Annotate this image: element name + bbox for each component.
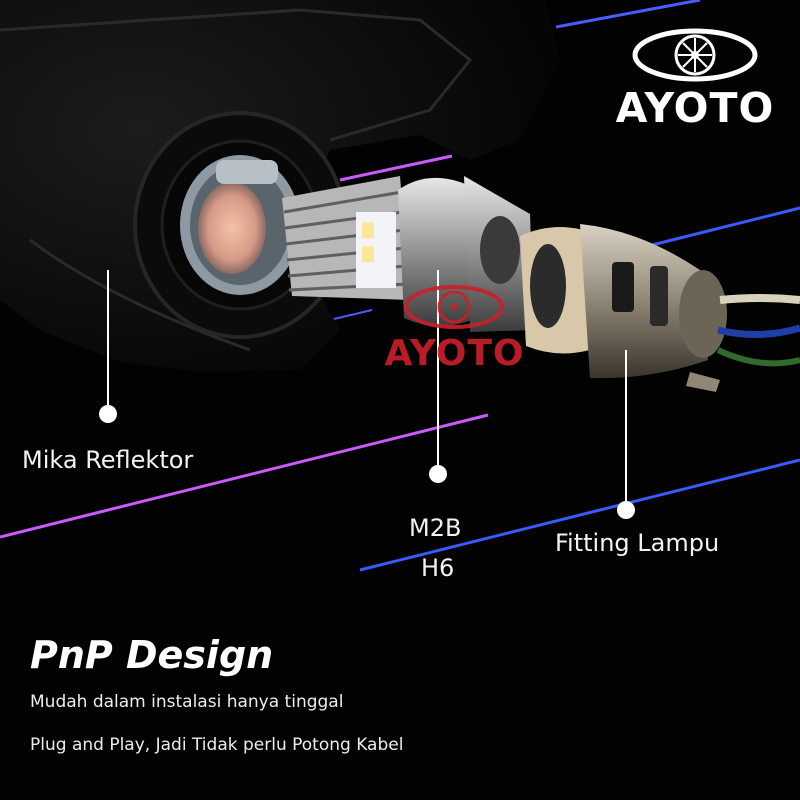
callout-socket-label: Fitting Lampu xyxy=(555,529,720,557)
brand-logo: AYOTO xyxy=(600,26,790,136)
watermark-text: AYOTO xyxy=(384,333,525,374)
light-streak xyxy=(339,154,453,182)
reflector-dot xyxy=(99,405,117,423)
socket-fitting xyxy=(520,224,800,392)
brand-watermark: AYOTO xyxy=(372,282,537,378)
light-streak xyxy=(0,413,489,539)
eye-wheel-logo-icon xyxy=(632,28,758,82)
callout-bulb-size-label: H6 xyxy=(421,554,455,582)
callout-bulb-type-label: M2B xyxy=(409,514,462,542)
feature-description-line-2: Plug and Play, Jadi Tidak perlu Potong K… xyxy=(30,735,404,755)
light-streak xyxy=(555,0,701,29)
eye-wheel-watermark-icon xyxy=(404,285,504,329)
socket-dot xyxy=(617,501,635,519)
callout-reflector-label: Mika Reflektor xyxy=(22,446,194,474)
light-streak xyxy=(639,206,800,250)
reflector-socket xyxy=(180,155,300,295)
led-bulb xyxy=(282,176,534,332)
light-streak xyxy=(359,458,800,572)
brand-name: AYOTO xyxy=(615,84,775,132)
feature-title: PnP Design xyxy=(30,633,274,677)
feature-description-line-1: Mudah dalam instalasi hanya tinggal xyxy=(30,692,344,712)
bulb-dot xyxy=(429,465,447,483)
